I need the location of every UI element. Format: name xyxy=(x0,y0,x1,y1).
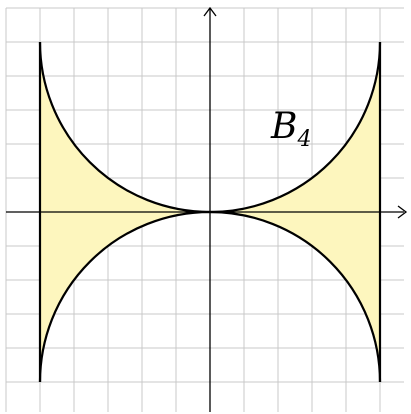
x-axis-arrow-icon xyxy=(397,205,408,219)
region-label-main: B xyxy=(270,106,297,147)
y-axis-arrow-icon xyxy=(203,6,217,17)
region-label: B4 xyxy=(270,106,311,152)
region-label-subscript: 4 xyxy=(296,127,311,152)
bottom-arc-curve xyxy=(38,210,382,383)
